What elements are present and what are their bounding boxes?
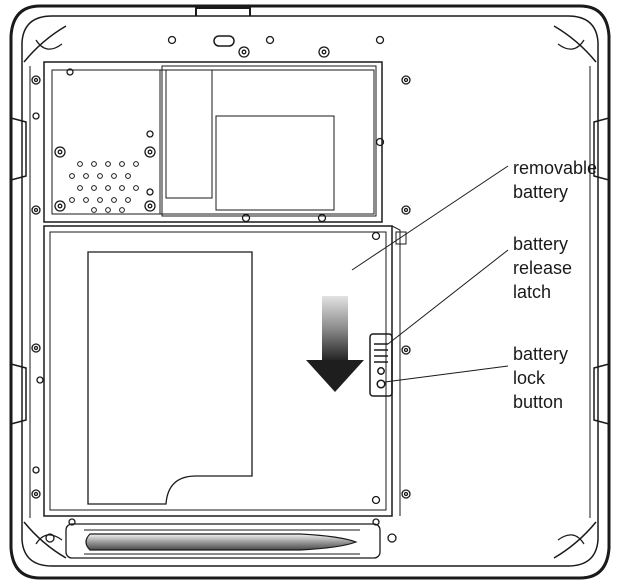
screw-icon [31, 35, 411, 543]
leader-line-battery-release-latch [387, 249, 509, 345]
label-line: release [513, 258, 573, 278]
label-line: battery [513, 344, 569, 364]
label-battery-lock-button: battery lock button [513, 342, 568, 414]
stylus-icon [85, 533, 358, 551]
label-line: removable [513, 158, 598, 178]
leader-line-removable-battery [351, 165, 509, 271]
label-line: battery [513, 182, 569, 202]
label-line: latch [513, 282, 552, 302]
leader-lines [351, 165, 509, 383]
vent-grid [69, 161, 139, 213]
down-arrow-icon [306, 296, 364, 392]
label-removable-battery: removable battery [513, 156, 597, 204]
stylus-bay [65, 523, 381, 559]
label-battery-release-latch: battery release latch [513, 232, 572, 304]
lock-button-icon [376, 379, 386, 389]
tablet-body [9, 4, 611, 580]
latch-icon [369, 333, 393, 397]
top-plate [43, 61, 383, 223]
leader-line-battery-lock-button [384, 365, 509, 383]
label-line: battery [513, 234, 569, 254]
label-line: lock [513, 368, 546, 388]
label-line: button [513, 392, 564, 412]
